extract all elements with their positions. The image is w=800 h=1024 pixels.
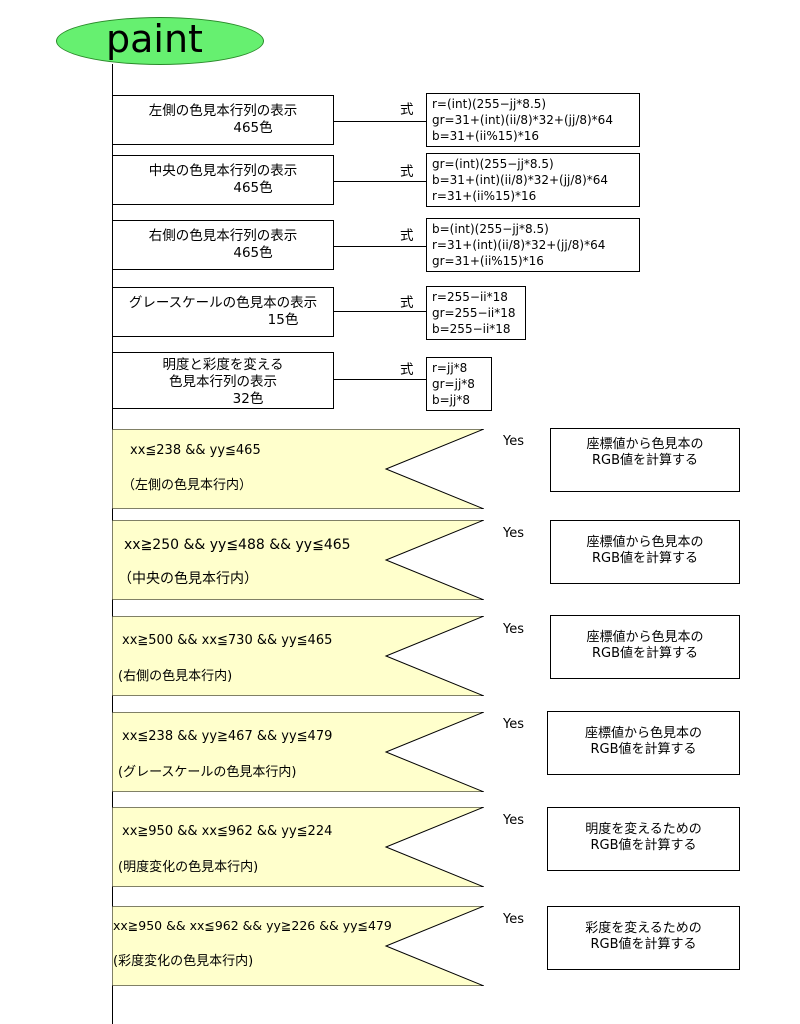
process-count: 15色 [267, 312, 299, 328]
action-line: RGB値を計算する [590, 937, 697, 952]
yes-label: Yes [503, 434, 524, 449]
formula-label: 式 [400, 295, 414, 311]
process-box: 左側の色見本行列の表示 465色 [112, 95, 334, 145]
formula-box: gr=(int)(255−jj*8.5) b=31+(int)(ii/8)*32… [426, 153, 640, 207]
formula-box: r=255−ii*18 gr=255−ii*18 b=255−ii*18 [426, 286, 526, 340]
decision-condition: xx≦238 && yy≦465 [130, 443, 261, 458]
decision-note: （中央の色見本行内） [118, 571, 258, 587]
action-box: 座標値から色見本の RGB値を計算する [550, 520, 740, 584]
decision-box [112, 807, 484, 887]
formula-line: gr=31+(int)(ii/8)*32+(jj/8)*64 [432, 113, 613, 127]
action-line: 座標値から色見本の [586, 630, 704, 645]
process-box: 右側の色見本行列の表示 465色 [112, 220, 334, 270]
action-box: 明度を変えるための RGB値を計算する [547, 807, 740, 871]
action-line: 明度を変えるための [585, 822, 702, 837]
process-label: 右側の色見本行列の表示 [148, 228, 298, 244]
decision-note: (明度変化の色見本行内) [118, 860, 259, 875]
action-line: RGB値を計算する [590, 742, 697, 757]
connector-line [334, 311, 426, 312]
formula-box: r=jj*8 gr=jj*8 b=jj*8 [426, 357, 492, 411]
connector-line [334, 121, 426, 122]
process-count: 465色 [233, 120, 273, 136]
yes-label: Yes [503, 622, 524, 637]
decision-note: (右側の色見本行内) [118, 669, 233, 684]
formula-line: b=255−ii*18 [432, 322, 511, 336]
decision-condition: xx≧950 && xx≦962 && yy≧226 && yy≦479 [113, 918, 392, 933]
decision-box [112, 429, 484, 509]
yes-label: Yes [503, 717, 524, 732]
process-count: 32色 [232, 391, 264, 407]
action-box: 座標値から色見本の RGB値を計算する [547, 711, 740, 775]
process-count: 465色 [233, 245, 273, 261]
formula-box: b=(int)(255−jj*8.5) r=31+(int)(ii/8)*32+… [426, 218, 640, 272]
process-label: グレースケールの色見本の表示 [128, 295, 318, 311]
formula-line: b=(int)(255−jj*8.5) [432, 222, 549, 236]
formula-line: b=jj*8 [432, 393, 470, 407]
formula-line: gr=31+(ii%15)*16 [432, 254, 544, 268]
action-line: 座標値から色見本の [584, 726, 702, 741]
decision-condition: xx≧250 && yy≦488 && yy≦465 [124, 537, 351, 553]
decision-shape [112, 520, 484, 600]
process-count: 465色 [233, 180, 273, 196]
decision-shape [112, 429, 484, 509]
action-box: 座標値から色見本の RGB値を計算する [550, 428, 740, 492]
formula-line: r=255−ii*18 [432, 290, 508, 304]
action-line: RGB値を計算する [591, 646, 699, 661]
action-line: 座標値から色見本の [586, 437, 704, 452]
process-box: 明度と彩度を変える 色見本行列の表示 32色 [112, 352, 334, 409]
process-label: 中央の色見本行列の表示 [148, 163, 298, 179]
decision-shape [112, 616, 484, 696]
decision-condition: xx≧500 && xx≦730 && yy≦465 [122, 633, 333, 648]
decision-shape [112, 906, 484, 986]
formula-label: 式 [400, 102, 414, 118]
decision-shape [112, 807, 484, 887]
action-line: RGB値を計算する [590, 838, 697, 853]
formula-line: r=31+(int)(ii/8)*32+(jj/8)*64 [432, 238, 606, 252]
decision-box [112, 906, 484, 986]
yes-label: Yes [503, 526, 524, 541]
yes-label: Yes [503, 912, 524, 927]
action-line: RGB値を計算する [591, 551, 699, 566]
formula-line: b=31+(int)(ii/8)*32+(jj/8)*64 [432, 173, 609, 187]
action-line: 座標値から色見本の [586, 535, 704, 550]
decision-box [112, 520, 484, 600]
title-oval [56, 17, 264, 65]
formula-line: gr=255−ii*18 [432, 306, 516, 320]
action-line: RGB値を計算する [591, 453, 699, 468]
formula-line: gr=jj*8 [432, 377, 475, 391]
decision-note: (グレースケールの色見本行内) [118, 765, 297, 780]
decision-condition: xx≦238 && yy≧467 && yy≦479 [122, 729, 333, 744]
process-box: 中央の色見本行列の表示 465色 [112, 155, 334, 205]
formula-line: gr=(int)(255−jj*8.5) [432, 157, 554, 171]
process-label: 明度と彩度を変える [162, 357, 284, 373]
decision-box [112, 712, 484, 792]
connector-line [334, 246, 426, 247]
formula-label: 式 [400, 362, 414, 378]
process-label: 色見本行列の表示 [169, 374, 277, 390]
connector-line [334, 379, 426, 380]
action-box: 彩度を変えるための RGB値を計算する [547, 906, 740, 970]
process-label: 左側の色見本行列の表示 [148, 103, 298, 119]
formula-box: r=(int)(255−jj*8.5) gr=31+(int)(ii/8)*32… [426, 93, 640, 147]
connector-line [334, 181, 426, 182]
formula-line: r=31+(ii%15)*16 [432, 189, 537, 203]
formula-label: 式 [400, 164, 414, 180]
formula-line: b=31+(ii%15)*16 [432, 129, 539, 143]
decision-note: (彩度変化の色見本行内) [113, 954, 254, 969]
formula-line: r=(int)(255−jj*8.5) [432, 97, 547, 111]
diagram-title: paint [106, 17, 203, 61]
decision-shape [112, 712, 484, 792]
formula-label: 式 [400, 228, 414, 244]
process-box: グレースケールの色見本の表示 15色 [112, 287, 334, 337]
yes-label: Yes [503, 813, 524, 828]
action-line: 彩度を変えるための [585, 921, 702, 936]
formula-line: r=jj*8 [432, 361, 468, 375]
decision-note: （左側の色見本行内） [122, 478, 253, 493]
action-box: 座標値から色見本の RGB値を計算する [550, 615, 740, 679]
decision-box [112, 616, 484, 696]
decision-condition: xx≧950 && xx≦962 && yy≦224 [122, 824, 333, 839]
